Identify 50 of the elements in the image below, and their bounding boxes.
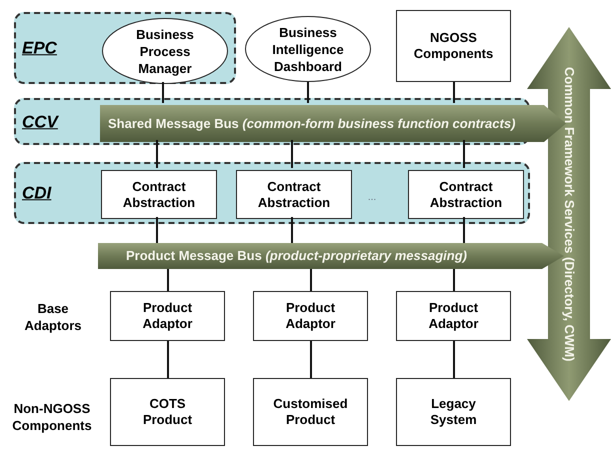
connector-line: [167, 341, 169, 378]
row-label: Non-NGOSS Components: [11, 400, 93, 434]
component-box: [236, 170, 352, 219]
row-label: Base Adaptors: [23, 300, 83, 334]
connector-line: [453, 341, 455, 378]
node-text: NGOSS Components: [412, 30, 494, 62]
connector-line: [156, 217, 158, 243]
component-box: [101, 170, 217, 219]
layer-label: EPC: [22, 37, 57, 60]
bus-label: Shared Message Bus (common-form business function contracts): [107, 114, 516, 133]
node-text: Business Intelligence Dashboard: [271, 24, 345, 74]
node-text: Contract Abstraction: [256, 178, 332, 210]
bus-label: Product Message Bus (product-proprietary messaging): [125, 247, 467, 266]
layer-label: CCV: [22, 110, 58, 133]
node-text: Contract Abstraction: [122, 178, 196, 210]
component-box: [110, 291, 225, 341]
connector-line: [463, 140, 465, 168]
node-text: Product Adaptor: [428, 300, 480, 332]
component-box: [253, 378, 368, 446]
arrow-label: Common Framework Services (Directory, CWM): [560, 66, 578, 362]
component-box: [408, 170, 524, 219]
connector-line: [463, 217, 465, 243]
message-bus-bar: [98, 243, 564, 269]
connector-line: [310, 341, 312, 378]
connector-line: [307, 82, 309, 103]
connector-line: [453, 269, 455, 291]
layer-band: [14, 12, 236, 84]
connector-line: [167, 269, 169, 291]
node-text: Customised Product: [272, 396, 349, 428]
connector-line: [310, 269, 312, 291]
component-box: [396, 10, 511, 82]
component-box: [396, 291, 511, 341]
message-bus-bar: [100, 105, 566, 142]
connector-line: [156, 140, 158, 168]
component-box: [253, 291, 368, 341]
node-text: Product Adaptor: [284, 300, 336, 332]
component-box: [110, 378, 225, 446]
ellipsis-text: ...: [366, 191, 378, 205]
node-text: COTS Product: [142, 396, 194, 428]
connector-line: [453, 82, 455, 103]
connector-line: [291, 140, 293, 168]
connector-line: [162, 82, 164, 103]
node-text: Legacy System: [429, 396, 478, 428]
component-box: [396, 378, 511, 446]
connector-line: [291, 217, 293, 243]
node-text: Business Process Manager: [135, 26, 195, 76]
node-text: Product Adaptor: [142, 300, 194, 332]
layer-label: CDI: [22, 182, 52, 204]
layer-band: [14, 162, 530, 224]
node-text: Contract Abstraction: [428, 178, 504, 210]
